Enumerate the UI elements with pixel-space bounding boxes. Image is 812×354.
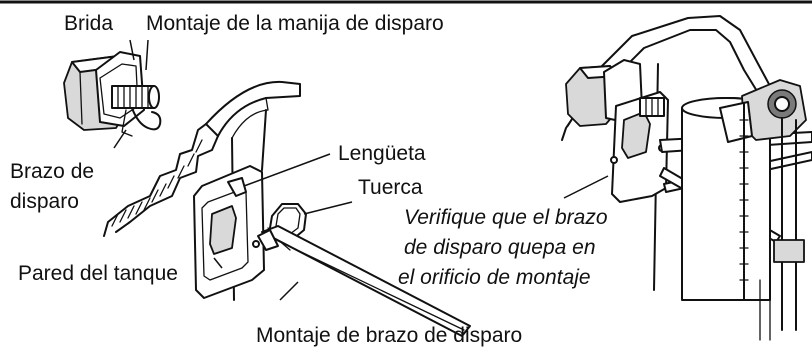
leader-brida (129, 39, 135, 61)
leader-verifique (563, 175, 609, 199)
leader-brazo (113, 129, 127, 149)
threaded-shaft (111, 85, 160, 109)
leader-lengueta (243, 153, 331, 187)
installed-view-drawing (561, 15, 812, 341)
leader-pared (213, 257, 223, 269)
handle-assembly-drawing (63, 51, 162, 137)
label-pared-tanque: Pared del tanque (18, 262, 178, 285)
leader-lines (113, 39, 609, 301)
label-brazo-disparo-2: disparo (10, 190, 79, 213)
label-tuerca: Tuerca (358, 176, 423, 199)
leader-montaje-manija (145, 39, 149, 71)
label-verifique-1: Verifique que el brazo (404, 206, 608, 229)
label-montaje-manija: Montaje de la manija de disparo (146, 12, 444, 35)
label-brazo-disparo-1: Brazo de (10, 160, 95, 183)
label-verifique-3: el orificio de montaje (398, 266, 591, 289)
leader-montaje-brazo (279, 281, 299, 301)
trip-arm (257, 225, 471, 337)
lift-chain (739, 103, 749, 301)
leader-tuerca (303, 201, 353, 215)
tank-wall-drawing (103, 80, 471, 337)
mounting-bracket (193, 165, 265, 299)
label-verifique-2: de disparo quepa en (404, 236, 596, 259)
label-lengueta: Lengüeta (338, 142, 426, 165)
label-brida: Brida (64, 12, 114, 35)
label-montaje-brazo: Montaje de brazo de disparo (256, 324, 523, 347)
